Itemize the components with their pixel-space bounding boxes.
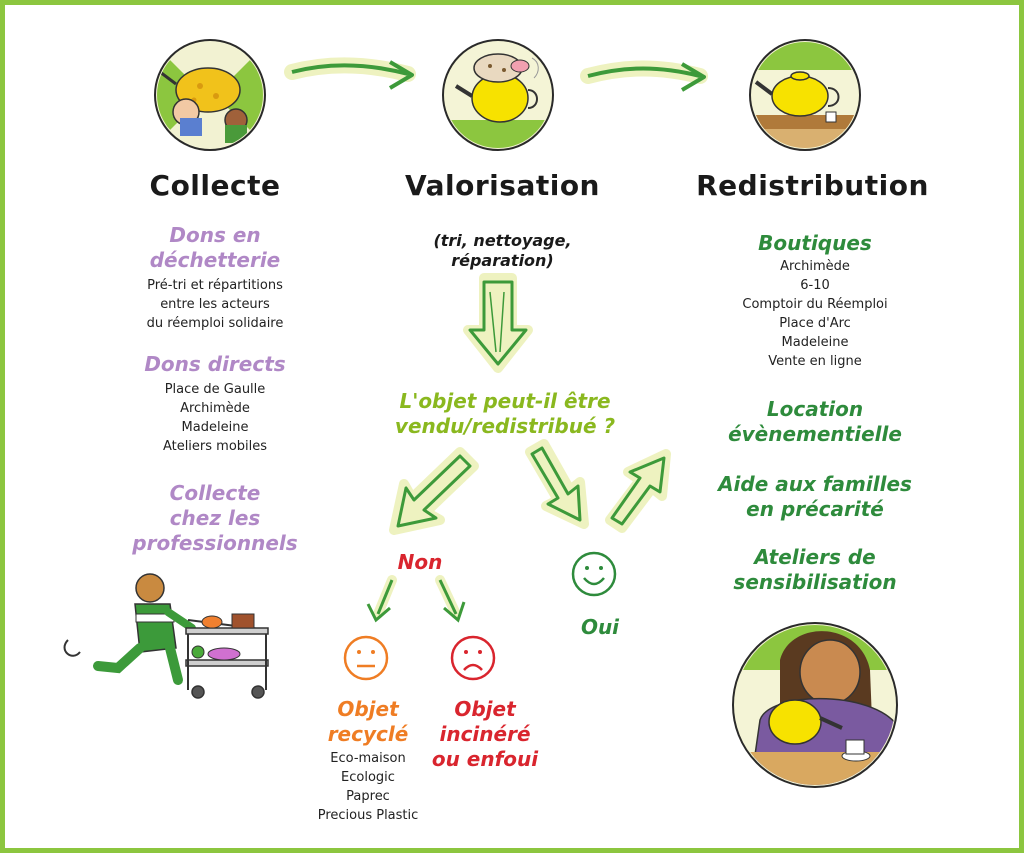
person-pouring-tea-icon (732, 622, 898, 788)
list-item: Place d'Arc (779, 316, 851, 331)
dons-dechetterie-block: Dons en déchetterie Pré-tri et répartiti… (105, 223, 325, 333)
neutral-face-icon (343, 635, 389, 681)
boutiques-list: Archimède 6-10 Comptoir du Réemploi Plac… (695, 257, 935, 371)
recycle-title-line1: Objet (337, 697, 399, 721)
recycle-title-line2: recyclé (327, 722, 409, 746)
arrow-valorisation-to-redistribution (580, 60, 708, 92)
redistribution-heading: Redistribution (696, 169, 929, 202)
ateliers-line1: Ateliers de (754, 545, 876, 569)
aide-line2: en précarité (746, 497, 884, 521)
pro-line3: professionnels (132, 531, 298, 555)
arrow-collecte-to-valorisation (284, 57, 416, 90)
hands-teapot-icon (154, 39, 266, 151)
collecte-heading: Collecte (149, 169, 281, 202)
question-line1: L'objet peut-il être (399, 389, 611, 413)
location-line1: Location (766, 397, 864, 421)
valorisation-note: (tri, nettoyage, réparation) (395, 231, 610, 271)
list-item: Pré-tri et répartitions (147, 278, 283, 293)
list-item: Eco-maison (330, 751, 406, 766)
dons-directs-title: Dons directs (144, 352, 286, 376)
list-item: Comptoir du Réemploi (742, 297, 888, 312)
list-item: Madeleine (781, 335, 849, 350)
sad-face-icon (450, 635, 496, 681)
list-item: Archimède (780, 259, 850, 274)
dons-directs-list: Place de Gaulle Archimède Madeleine Atel… (105, 380, 325, 456)
list-item: Paprec (346, 789, 390, 804)
list-item: Archimède (180, 401, 250, 416)
shelf-teapot-icon (749, 39, 861, 151)
dons-dechetterie-desc: Pré-tri et répartitions entre les acteur… (105, 276, 325, 333)
list-item: Vente en ligne (768, 354, 862, 369)
location-line2: évènementielle (728, 422, 902, 446)
dons-dechetterie-line1: Dons en (169, 223, 261, 247)
objet-incinere-block: Objet incinéré ou enfoui (410, 697, 560, 772)
question-block: L'objet peut-il être vendu/redistribué ? (365, 389, 645, 439)
non-label: Non (397, 550, 443, 574)
incinere-title-line2: incinéré (439, 722, 531, 746)
valorisation-note-line2: réparation) (451, 251, 554, 270)
arrow-to-oui (525, 439, 589, 529)
incinere-title-line3: ou enfoui (431, 747, 539, 771)
ateliers-line2: sensibilisation (733, 570, 897, 594)
dons-dechetterie-line2: déchetterie (149, 248, 281, 272)
list-item: entre les acteurs (160, 297, 270, 312)
valorisation-note-line1: (tri, nettoyage, (433, 231, 572, 250)
pro-line1: Collecte (169, 481, 261, 505)
aide-familles-block: Aide aux familles en précarité (685, 472, 945, 522)
pro-line2: chez les (169, 506, 261, 530)
recycle-partners-list: Eco-maison Ecologic Paprec Precious Plas… (293, 749, 443, 825)
cleaning-teapot-icon (442, 39, 554, 151)
cart-worker-icon (63, 573, 269, 699)
list-item: Ateliers mobiles (162, 439, 268, 454)
list-item: du réemploi solidaire (146, 316, 284, 331)
diagram-graphics (63, 39, 898, 788)
list-item: Madeleine (181, 420, 249, 435)
oui-label: Oui (580, 615, 620, 639)
collecte-professionnels-block: Collecte chez les professionnels (105, 481, 325, 556)
list-item: Precious Plastic (317, 808, 419, 823)
boutiques-block: Boutiques Archimède 6-10 Comptoir du Rée… (695, 231, 935, 371)
objet-recycle-block: Objet recyclé Eco-maison Ecologic Paprec… (293, 697, 443, 825)
list-item: 6-10 (800, 278, 830, 293)
list-item: Place de Gaulle (164, 382, 266, 397)
arrow-non-to-incinere (435, 575, 466, 623)
aide-line1: Aide aux familles (718, 472, 912, 496)
boutiques-title: Boutiques (758, 231, 872, 255)
valorisation-heading: Valorisation (405, 169, 600, 202)
question-line2: vendu/redistribué ? (394, 414, 616, 438)
location-block: Location évènementielle (685, 397, 945, 447)
dons-directs-block: Dons directs Place de Gaulle Archimède M… (105, 352, 325, 456)
list-item: Ecologic (341, 770, 395, 785)
arrow-oui-to-redistribution (605, 449, 671, 533)
ateliers-block: Ateliers de sensibilisation (685, 545, 945, 595)
arrow-non-to-recycle (366, 575, 397, 623)
arrow-to-non (389, 447, 479, 535)
incinere-title-line1: Objet (454, 697, 516, 721)
happy-face-icon (571, 551, 617, 597)
arrow-down-to-question (463, 273, 533, 373)
